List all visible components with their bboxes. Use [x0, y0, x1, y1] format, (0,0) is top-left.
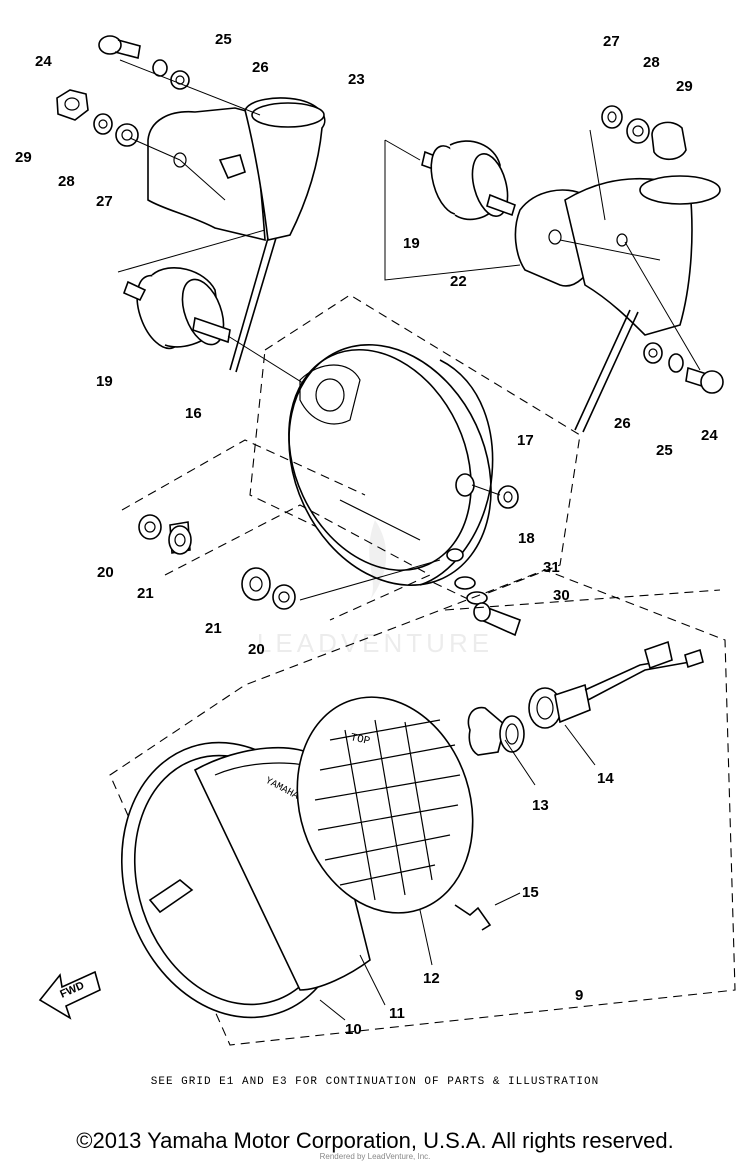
label-29-left: 29: [15, 149, 32, 166]
rubber-mount-19-right: [421, 140, 516, 221]
label-17: 17: [517, 432, 534, 449]
part-labels: 24 25 26 23 29 28 27 19 16 17 18 31 30 2…: [15, 31, 718, 1038]
rubber-mount-19-left: [122, 267, 331, 401]
washer-26-right: [643, 342, 663, 364]
label-31: 31: [543, 559, 560, 576]
bolt-24-right: [685, 366, 724, 394]
label-27-right: 27: [603, 33, 620, 50]
label-30: 30: [553, 587, 570, 604]
fwd-arrow-icon: FWD: [38, 970, 101, 1020]
label-12: 12: [423, 970, 440, 987]
label-21-upper: 21: [137, 585, 154, 602]
label-23: 23: [348, 71, 365, 88]
label-26-right: 26: [614, 415, 631, 432]
washer-20-upper: [138, 514, 162, 540]
clip-15: [454, 904, 492, 931]
washer-27-left: [115, 123, 139, 147]
bulb-13: [467, 706, 525, 756]
lens-pattern: [314, 719, 461, 901]
continuation-note: SEE GRID E1 AND E3 FOR CONTINUATION OF P…: [150, 1076, 600, 1088]
headlight-unit-assembly-9: TOP YAMAHA: [109, 569, 736, 1046]
washer-28-left: [93, 113, 113, 135]
label-16: 16: [185, 405, 202, 422]
label-24-right: 24: [701, 427, 718, 444]
bolt-24-left: [98, 35, 141, 59]
bracket-right-assembly: [384, 105, 724, 433]
leadventure-credit: Rendered by LeadVenture, Inc.: [319, 1152, 431, 1161]
label-27-left: 27: [96, 193, 113, 210]
label-26-left: 26: [252, 59, 269, 76]
washer-28-right: [626, 118, 650, 144]
label-14: 14: [597, 770, 614, 787]
label-22: 22: [450, 273, 467, 290]
label-9: 9: [575, 987, 583, 1004]
bracket-left-assembly: [56, 35, 326, 373]
label-24-left: 24: [35, 53, 52, 70]
label-29-right: 29: [676, 78, 693, 95]
washer-20-lower: [272, 584, 296, 610]
embossed-top: TOP: [349, 732, 371, 748]
bushing-17: [471, 484, 519, 509]
label-20-upper: 20: [97, 564, 114, 581]
label-18: 18: [518, 530, 535, 547]
socket-14: [528, 640, 704, 729]
label-15: 15: [522, 884, 539, 901]
washer-25-right: [668, 353, 684, 373]
label-21-lower: 21: [205, 620, 222, 637]
collar-21-upper: [168, 521, 192, 555]
label-10: 10: [345, 1021, 362, 1038]
label-25-right: 25: [656, 442, 673, 459]
label-19-left: 19: [96, 373, 113, 390]
cap-nut-29-right: [651, 121, 687, 161]
nut-29-left: [56, 89, 89, 121]
headlight-bracket-23: [147, 107, 266, 242]
collar-21-lower: [241, 567, 271, 601]
headlight-case-16: [249, 294, 581, 601]
label-25-left: 25: [215, 31, 232, 48]
copyright-text: ©2013 Yamaha Motor Corporation, U.S.A. A…: [76, 1128, 674, 1153]
leadventure-watermark: LEADVENTURE: [256, 628, 494, 658]
label-11: 11: [389, 1005, 405, 1022]
label-19-right: 19: [403, 235, 420, 252]
label-28-right: 28: [643, 54, 660, 71]
washer-18: [454, 576, 476, 590]
label-13: 13: [532, 797, 549, 814]
leadventure-watermark-icon: [369, 520, 387, 600]
washer-27-right: [601, 105, 623, 129]
label-20-lower: 20: [248, 641, 265, 658]
label-28-left: 28: [58, 173, 75, 190]
washer-31: [466, 591, 488, 605]
